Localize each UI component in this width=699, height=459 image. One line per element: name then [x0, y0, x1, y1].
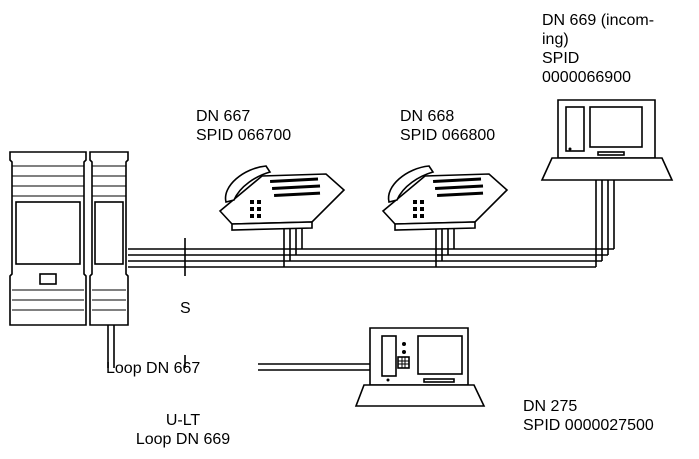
set-667-spid: SPID 066700 — [196, 127, 292, 144]
u-loop-lines — [107, 325, 370, 371]
ult-name: U-LT — [165, 412, 201, 429]
terminal-669-spid: 0000066900 — [542, 69, 631, 86]
terminal-669-label: DN 669 (incom- ing) SPID 0000066900 — [542, 11, 654, 87]
set-668-dn: DN 668 — [400, 108, 455, 125]
set-667-dn: DN 667 — [196, 108, 251, 125]
key-system-cabinet — [9, 151, 129, 326]
set-668-spid: SPID 066800 — [400, 127, 496, 144]
data-terminal-275 — [354, 327, 486, 407]
loop-dn-label: Loop DN 667 — [106, 360, 201, 377]
s-reference-label: S — [180, 300, 191, 317]
terminal-669-dn-cont: ing) — [542, 31, 569, 48]
terminal-275-spid: SPID 0000027500 — [523, 417, 654, 434]
terminal-275-dn: DN 275 — [523, 398, 578, 415]
terminal-275-label: DN 275 SPID 0000027500 — [523, 397, 654, 435]
telephone-set-667 — [218, 165, 346, 267]
telephone-set-668 — [381, 165, 509, 267]
set-667-label: DN 667 SPID 066700 — [196, 107, 291, 145]
data-terminal-669 — [540, 99, 674, 267]
ult-label: U-LT Loop DN 669 — [118, 411, 248, 449]
ult-loop-dn: Loop DN 669 — [135, 431, 231, 448]
s-bus — [128, 238, 614, 276]
terminal-669-spid-label: SPID — [542, 50, 580, 67]
set-668-label: DN 668 SPID 066800 — [400, 107, 495, 145]
terminal-669-dn: DN 669 (incom- — [542, 12, 655, 29]
